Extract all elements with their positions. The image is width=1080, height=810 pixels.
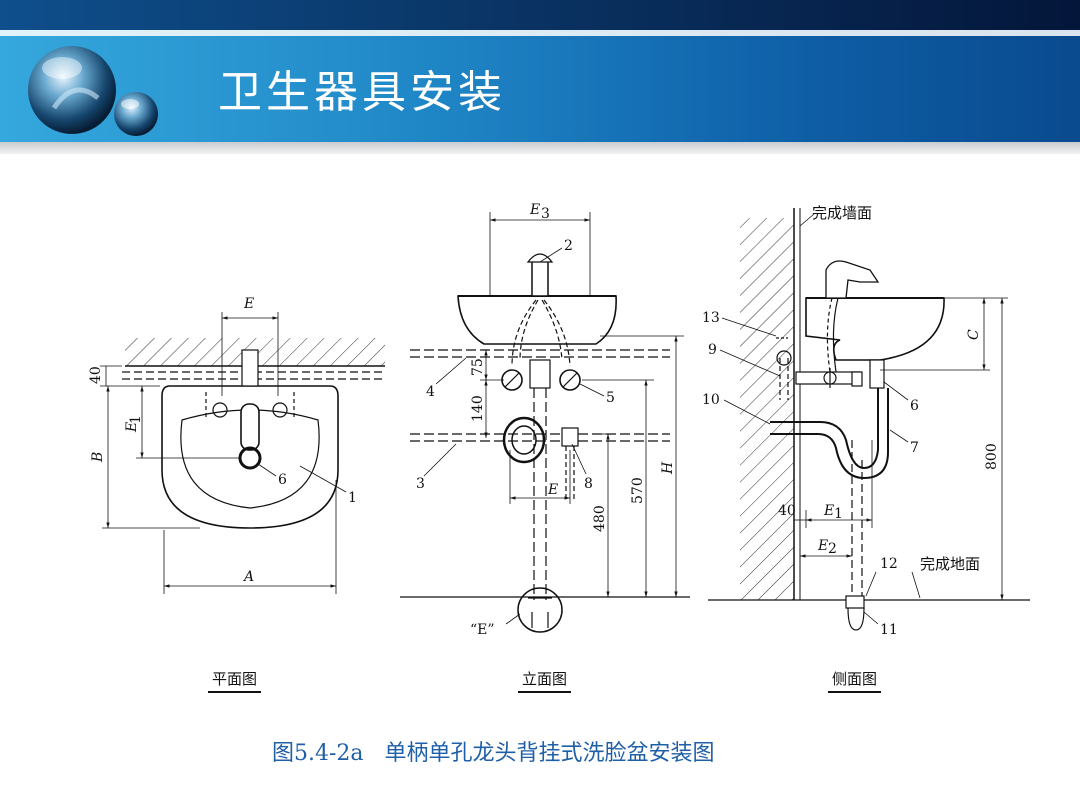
plan-dim-40: 40 (88, 366, 104, 384)
plan-dim-a: A (242, 569, 254, 585)
side-part-9: 9 (708, 342, 717, 358)
elev-dim-e: E (547, 482, 558, 498)
side-view-label: 侧面图 (828, 668, 882, 693)
title-band-shadow (0, 142, 1080, 154)
plan-part-6: 6 (278, 472, 287, 488)
elev-part-2: 2 (564, 238, 573, 254)
plan-view-label: 平面图 (208, 668, 262, 693)
elev-dim-75: 75 (470, 358, 486, 376)
elev-dim-e3: E (529, 202, 540, 218)
side-dim-e2-sub: 2 (828, 541, 837, 557)
elev-part-8: 8 (584, 476, 593, 492)
side-dim-c: C (966, 329, 982, 340)
elev-part-4: 4 (426, 384, 435, 400)
side-dim-e1-sub: 1 (834, 506, 843, 522)
elev-part-3: 3 (416, 476, 425, 492)
header-top-bar (0, 0, 1080, 30)
side-wall-label: 完成墙面 (812, 204, 872, 222)
plan-part-1: 1 (348, 490, 357, 506)
elev-part-5: 5 (606, 390, 615, 406)
figure-caption: 图5.4-2a 单柄单孔龙头背挂式洗脸盆安装图 (272, 741, 715, 766)
side-part-7: 7 (910, 440, 919, 456)
side-part-10: 10 (702, 392, 720, 408)
elevation-view (400, 212, 690, 633)
elev-dim-570: 570 (630, 477, 646, 504)
side-part-13: 13 (702, 310, 720, 326)
side-part-6: 6 (910, 398, 919, 414)
side-dim-e1: E (823, 503, 834, 519)
title-band-highlight (0, 30, 1080, 36)
elev-dim-e3-sub: 3 (541, 206, 550, 222)
plan-view (100, 312, 385, 594)
page-title: 卫生器具安装 (218, 67, 506, 118)
side-part-12: 12 (880, 556, 898, 572)
glass-spheres-icon (28, 46, 158, 136)
elevation-view-label: 立面图 (518, 668, 572, 693)
side-dim-e2: E (817, 538, 828, 554)
side-part-11: 11 (880, 622, 898, 638)
side-dim-800: 800 (984, 443, 1000, 470)
side-floor-label: 完成地面 (920, 555, 980, 573)
side-dim-40: 40 (778, 503, 796, 519)
plan-dim-b: B (90, 452, 106, 463)
elev-dim-h: H (660, 461, 676, 475)
elev-detail-e-label: “E” (470, 622, 495, 638)
plan-dim-e1-sub: 1 (128, 415, 144, 424)
plan-dim-e: E (243, 296, 254, 312)
side-view (708, 208, 1030, 631)
elev-dim-140: 140 (470, 395, 486, 422)
title-band (0, 30, 1080, 142)
elev-dim-480: 480 (592, 505, 608, 532)
plan-dim-e1: E (124, 422, 140, 433)
